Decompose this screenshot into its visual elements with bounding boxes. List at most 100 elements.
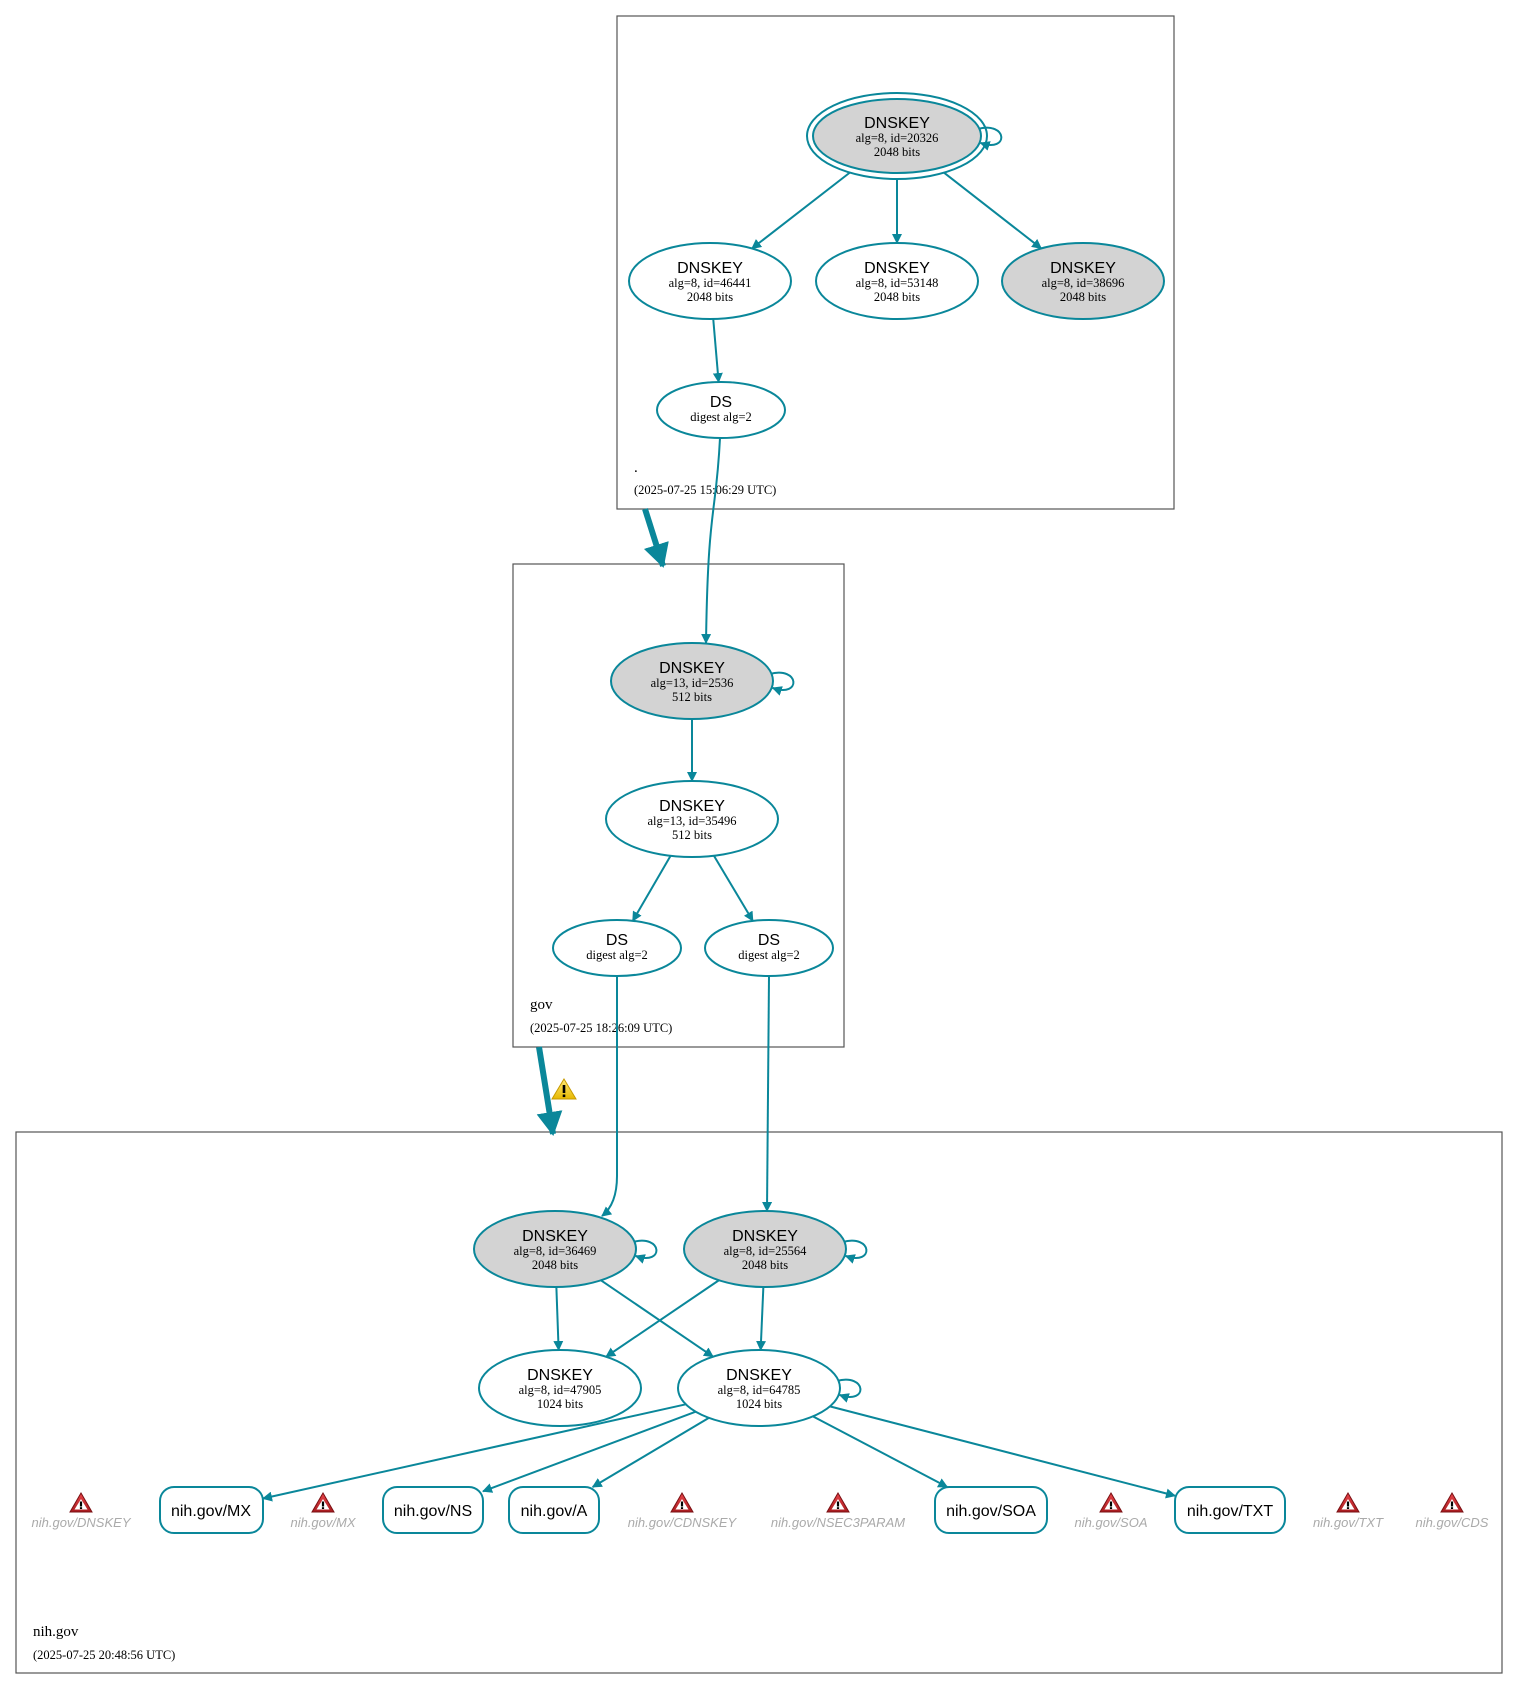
node-type: DNSKEY: [677, 260, 743, 277]
node-type: DNSKEY: [864, 260, 930, 277]
delegation-warning-icon: [551, 1078, 577, 1100]
node-type: DNSKEY: [659, 660, 725, 677]
edge-nih_64785-to-rr_a: [591, 1416, 710, 1488]
rrset-ns[interactable]: nih.gov/NS: [382, 1486, 484, 1534]
zone-root: . (2025-07-25 15:06:29 UTC): [616, 15, 1175, 510]
self-loops-layer: [632, 126, 1003, 1403]
node-dnskey-47905[interactable]: DNSKEY alg=8, id=47905 1024 bits: [478, 1349, 642, 1427]
zone-gov-timestamp: (2025-07-25 18:26:09 UTC): [530, 1021, 672, 1035]
node-detail: alg=8, id=20326: [856, 131, 939, 145]
node-ds-gov-2[interactable]: DS digest alg=2: [704, 919, 834, 977]
rrset-mx[interactable]: nih.gov/MX: [159, 1486, 264, 1534]
node-detail: digest alg=2: [690, 410, 752, 424]
node-dnskey-25564[interactable]: DNSKEY alg=8, id=25564 2048 bits: [683, 1210, 847, 1288]
node-type: DNSKEY: [659, 798, 725, 815]
node-type: DS: [710, 394, 732, 411]
error-icon: [1336, 1492, 1360, 1513]
edge-nih_25564-to-nih_47905: [605, 1279, 720, 1358]
edge-gov_35496-to-gov_ds1: [631, 855, 672, 922]
node-size: 2048 bits: [742, 1258, 788, 1272]
warning-soa[interactable]: nih.gov/SOA: [1075, 1492, 1148, 1530]
node-dnskey-64785[interactable]: DNSKEY alg=8, id=64785 1024 bits: [677, 1349, 841, 1427]
node-size: 2048 bits: [1060, 290, 1106, 304]
delegation-arrow-root-gov: [642, 508, 669, 568]
edge-gov_35496-to-gov_ds2: [713, 855, 754, 922]
node-detail: digest alg=2: [586, 948, 648, 962]
warning-label: nih.gov/SOA: [1075, 1515, 1148, 1530]
node-dnskey-53148[interactable]: DNSKEY alg=8, id=53148 2048 bits: [815, 242, 979, 320]
zone-gov-name: gov: [530, 997, 553, 1013]
edge-nih_64785-to-rr_txt: [829, 1405, 1176, 1499]
delegation-layer: [536, 508, 669, 1136]
node-ds-gov-1[interactable]: DS digest alg=2: [552, 919, 682, 977]
edge-gov_ds2-to-nih_25564: [762, 975, 773, 1212]
delegation-arrow-gov-nih: [536, 1046, 563, 1136]
node-type: DS: [606, 932, 628, 949]
rrset-txt[interactable]: nih.gov/TXT: [1174, 1486, 1286, 1534]
node-type: DNSKEY: [864, 115, 930, 132]
zone-gov-border: [512, 563, 845, 1048]
warning-cdnskey[interactable]: nih.gov/CDNSKEY: [628, 1492, 738, 1530]
edge-gov_ds1-to-nih_36469: [601, 976, 618, 1217]
node-size: 2048 bits: [687, 290, 733, 304]
rrset-a[interactable]: nih.gov/A: [508, 1486, 600, 1534]
warning-txt[interactable]: nih.gov/TXT: [1313, 1492, 1384, 1530]
rrset-row: nih.gov/MX nih.gov/NS nih.gov/A nih.gov/…: [32, 1486, 1489, 1534]
node-size: 2048 bits: [874, 290, 920, 304]
warning-mx[interactable]: nih.gov/MX: [290, 1492, 357, 1530]
edge-nih_64785-to-rr_soa: [812, 1415, 949, 1488]
node-type: DNSKEY: [732, 1228, 798, 1245]
node-type: DS: [758, 932, 780, 949]
warning-nsec3param[interactable]: nih.gov/NSEC3PARAM: [771, 1492, 905, 1530]
rrset-soa[interactable]: nih.gov/SOA: [934, 1486, 1048, 1534]
self-loop-gov_2536: [769, 671, 795, 696]
node-size: 512 bits: [672, 828, 712, 842]
zone-root-border: [616, 15, 1175, 510]
node-dnskey-38696[interactable]: DNSKEY alg=8, id=38696 2048 bits: [1001, 242, 1165, 320]
warning-cds[interactable]: nih.gov/CDS: [1416, 1492, 1489, 1530]
edge-nih_36469-to-nih_47905: [553, 1286, 564, 1352]
edge-nih_36469-to-nih_64785: [600, 1279, 714, 1358]
error-icon: [826, 1492, 850, 1513]
edge-root_20326-to-root_38696: [943, 171, 1043, 250]
edge-root_20326-to-root_46441: [751, 171, 851, 250]
edges-layer: [262, 171, 1176, 1502]
node-dnskey-20326[interactable]: DNSKEY alg=8, id=20326 2048 bits: [806, 92, 988, 180]
error-icon: [1440, 1492, 1464, 1513]
rrset-label: nih.gov/MX: [171, 1503, 251, 1520]
node-detail: alg=8, id=53148: [856, 276, 939, 290]
node-type: DNSKEY: [726, 1367, 792, 1384]
warning-label: nih.gov/DNSKEY: [32, 1515, 132, 1530]
node-dnskey-2536[interactable]: DNSKEY alg=13, id=2536 512 bits: [610, 642, 774, 720]
zone-nih-name: nih.gov: [33, 1624, 79, 1640]
node-size: 1024 bits: [736, 1397, 782, 1411]
node-type: DNSKEY: [1050, 260, 1116, 277]
node-detail: alg=13, id=35496: [647, 814, 736, 828]
warning-dnskey[interactable]: nih.gov/DNSKEY: [32, 1492, 132, 1530]
error-icon: [670, 1492, 694, 1513]
warning-label: nih.gov/MX: [290, 1515, 356, 1530]
node-detail: alg=8, id=47905: [519, 1383, 602, 1397]
node-detail: alg=8, id=64785: [718, 1383, 801, 1397]
rrset-label: nih.gov/TXT: [1187, 1503, 1273, 1520]
node-detail: alg=8, id=36469: [514, 1244, 597, 1258]
self-loop-nih_25564: [842, 1239, 868, 1264]
zone-root-timestamp: (2025-07-25 15:06:29 UTC): [634, 483, 776, 497]
warning-label: nih.gov/CDNSKEY: [628, 1515, 738, 1530]
node-type: DNSKEY: [522, 1228, 588, 1245]
node-size: 512 bits: [672, 690, 712, 704]
node-dnskey-36469[interactable]: DNSKEY alg=8, id=36469 2048 bits: [473, 1210, 637, 1288]
rrset-label: nih.gov/NS: [394, 1503, 472, 1520]
edge-root_ds-to-gov_2536: [701, 437, 721, 644]
warning-label: nih.gov/NSEC3PARAM: [771, 1515, 905, 1530]
node-dnskey-35496[interactable]: DNSKEY alg=13, id=35496 512 bits: [605, 780, 779, 858]
node-dnskey-46441[interactable]: DNSKEY alg=8, id=46441 2048 bits: [628, 242, 792, 320]
node-detail: alg=8, id=25564: [724, 1244, 808, 1258]
node-detail: alg=8, id=38696: [1042, 276, 1125, 290]
warning-label: nih.gov/TXT: [1313, 1515, 1384, 1530]
node-ds-root[interactable]: DS digest alg=2: [656, 381, 786, 439]
node-size: 2048 bits: [874, 145, 920, 159]
node-size: 1024 bits: [537, 1397, 583, 1411]
edge-nih_64785-to-rr_mx: [262, 1403, 687, 1502]
